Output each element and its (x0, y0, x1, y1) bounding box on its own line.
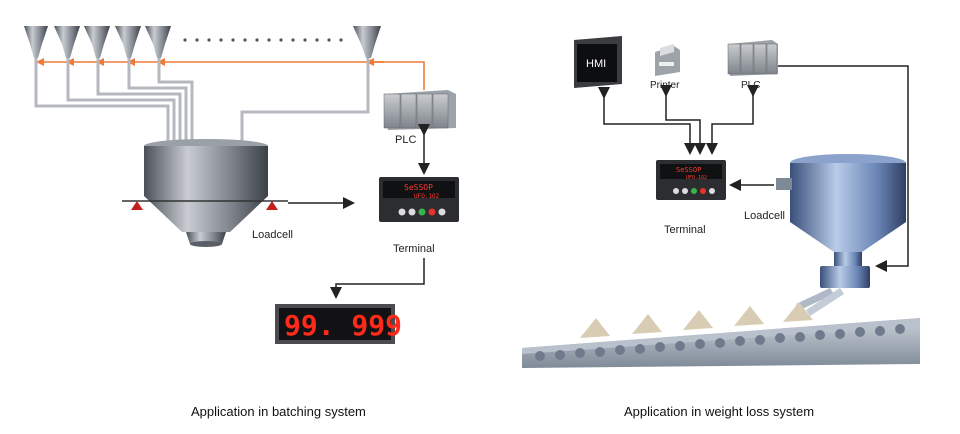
plc-unit-right (727, 40, 778, 76)
batching-system-diagram: Loadcell PLC SeSSOP UFO.1O2 Terminal (24, 26, 459, 419)
terminal-label-right: Terminal (664, 224, 706, 236)
remote-display-value: 99. 999 (284, 309, 402, 342)
loss-in-weight-hopper (776, 154, 906, 316)
loadcell-label: Loadcell (252, 229, 293, 241)
plc-unit (383, 90, 456, 130)
weighing-terminal: SeSSOP UFO.1O2 (379, 177, 459, 222)
printer-label: Printer (650, 80, 680, 91)
terminal-line1-right: SeSSOP (676, 166, 701, 174)
terminal-to-display-line (330, 258, 425, 299)
feed-pipes (34, 58, 370, 142)
feed-hopper (24, 26, 48, 58)
terminal-line2: UFO.1O2 (414, 193, 440, 200)
feed-hopper (84, 26, 110, 58)
feed-control-arrows (36, 58, 374, 66)
batching-caption: Application in batching system (191, 404, 366, 419)
weigh-hopper (144, 139, 268, 247)
terminal-line2-right: UFO.1O2 (686, 175, 707, 181)
signal-lines (598, 65, 909, 272)
conveyor-belt (522, 318, 920, 368)
ellipsis-dots (183, 38, 343, 42)
material-piles (580, 302, 813, 338)
printer-device (655, 44, 680, 76)
feed-hopper (145, 26, 171, 58)
hmi-panel: HMI (574, 36, 622, 88)
plc-label: PLC (395, 134, 416, 146)
hmi-label: HMI (586, 58, 606, 70)
loadcell-label-right: Loadcell (744, 210, 785, 222)
terminal-line1: SeSSOP (404, 183, 433, 192)
weight-loss-system-diagram: HMI Printer PLC SeS (522, 36, 920, 419)
scale-beam (122, 200, 288, 210)
terminal-label: Terminal (393, 243, 435, 255)
feed-hopper (353, 26, 381, 58)
weighing-terminal-right: SeSSOP UFO.1O2 (656, 160, 726, 200)
remote-display: 99. 999 (275, 304, 402, 344)
plc-label-right: PLC (741, 80, 760, 91)
weight-loss-caption: Application in weight loss system (624, 404, 814, 419)
feed-hopper (115, 26, 141, 58)
feed-hopper (54, 26, 80, 58)
